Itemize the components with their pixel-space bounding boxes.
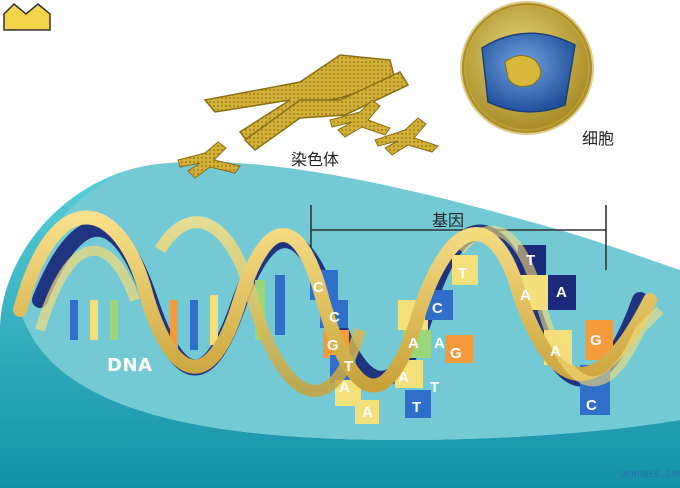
base-letter: A: [362, 404, 373, 421]
cell-label: 细胞: [582, 129, 615, 148]
base-letter: A: [556, 284, 567, 301]
base-letter: G: [327, 337, 339, 354]
gene-label: 基因: [432, 211, 465, 230]
base-letter: C: [432, 300, 443, 317]
dna-helix-icon: C C G T A A A A T T C A G T T A A A G C: [13, 210, 664, 424]
base-letter: T: [526, 252, 535, 269]
base-letter: G: [590, 332, 602, 349]
base-letter: T: [458, 265, 467, 282]
background-ribbon: [0, 165, 680, 488]
base-letter: A: [550, 343, 561, 360]
base-letter: G: [450, 345, 462, 362]
base-letter: C: [329, 309, 340, 326]
base-letter: T: [412, 399, 421, 416]
base-letter: C: [586, 397, 597, 414]
base-letter: A: [398, 369, 409, 386]
chromosome-label: 染色体: [291, 150, 340, 169]
watermark-logo-icon: [3, 2, 51, 31]
base-letter: A: [434, 335, 445, 352]
base-letter: C: [313, 279, 324, 296]
dna-label: DNA: [107, 355, 153, 376]
cell-icon: [460, 1, 594, 135]
base-letter: A: [408, 335, 419, 352]
base-letter: T: [430, 379, 439, 396]
base-letter: A: [520, 287, 531, 304]
watermark-text: UCHONES.COM: [620, 470, 680, 480]
base-letter: A: [339, 379, 350, 396]
base-letter: T: [344, 358, 353, 375]
chromosome-icon: [177, 54, 439, 179]
